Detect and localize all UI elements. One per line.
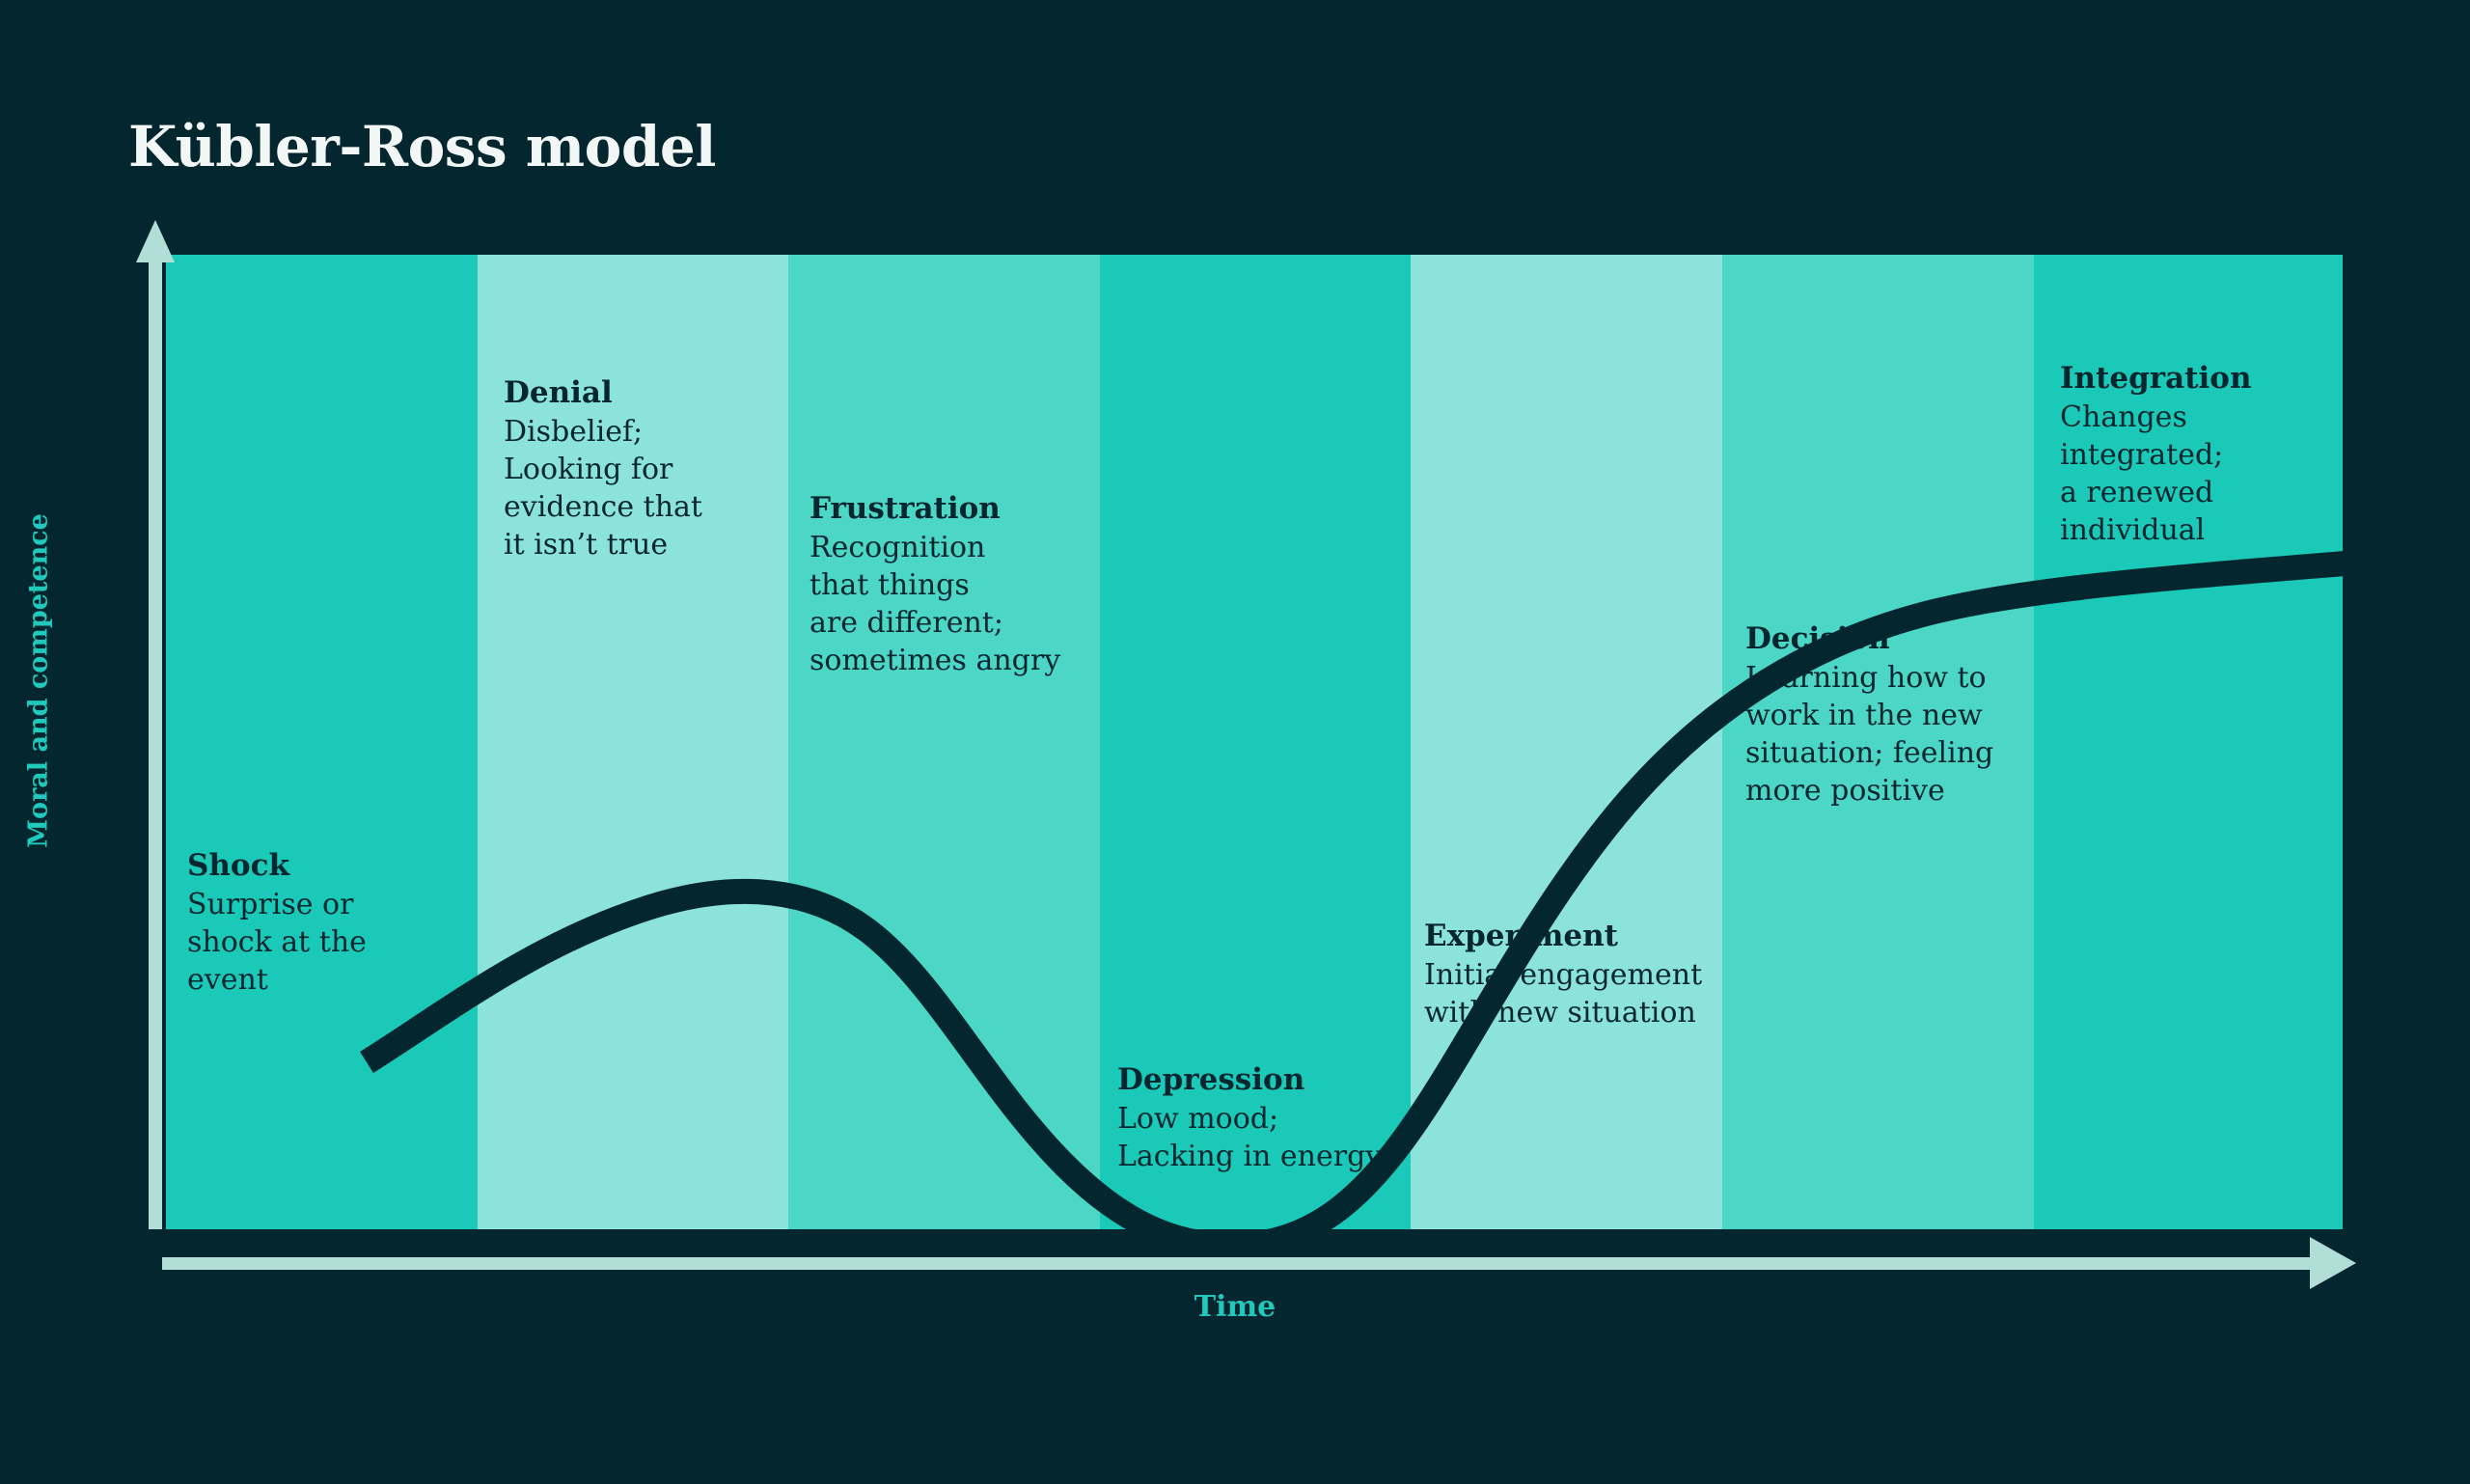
stage-name-depression: Depression: [1117, 1062, 1305, 1097]
stage-name-shock: Shock: [187, 848, 289, 883]
stage-description-frustration: Recognition that things are different; s…: [810, 530, 1061, 677]
y-axis-label: Moral and competence: [23, 513, 54, 848]
x-axis-label: Time: [1194, 1290, 1276, 1324]
chart-plot-area: Shock Surprise or shock at the event Den…: [166, 255, 2470, 1258]
stage-annotation-decision: Decision Learning how to work in the new…: [1745, 621, 1993, 810]
stage-description-denial: Disbelief; Looking for evidence that it …: [504, 414, 702, 562]
stage-description-decision: Learning how to work in the new situatio…: [1745, 660, 1994, 808]
y-axis-arrow-icon: [136, 220, 175, 262]
stage-band-frustration: [788, 255, 1100, 1229]
stage-annotation-frustration: Frustration Recognition that things are …: [810, 491, 1060, 679]
stage-name-decision: Decision: [1745, 621, 1890, 656]
stage-band-shock: [166, 255, 478, 1229]
stage-annotation-denial: Denial Disbelief; Looking for evidence t…: [504, 375, 702, 563]
stage-name-frustration: Frustration: [810, 491, 1001, 526]
stage-name-integration: Integration: [2060, 361, 2252, 396]
stage-band-experiment: [1411, 255, 1722, 1229]
stage-annotation-shock: Shock Surprise or shock at the event: [187, 848, 367, 999]
stage-annotation-integration: Integration Changes integrated; a renewe…: [2060, 361, 2252, 549]
stage-description-shock: Surprise or shock at the event: [187, 887, 367, 997]
y-axis-line: [149, 253, 162, 1229]
stage-description-experiment: Initial engagement with new situation: [1424, 957, 1703, 1030]
stage-description-integration: Changes integrated; a renewed individual: [2060, 399, 2224, 547]
x-axis-line: [162, 1257, 2312, 1270]
stage-annotation-experiment: Experiment Initial engagement with new s…: [1424, 919, 1702, 1031]
stage-annotation-depression: Depression Low mood; Lacking in energy: [1117, 1062, 1382, 1175]
stage-name-experiment: Experiment: [1424, 919, 1619, 953]
stage-description-depression: Low mood; Lacking in energy: [1117, 1101, 1383, 1173]
stage-name-denial: Denial: [504, 375, 613, 410]
x-axis-arrow-icon: [2310, 1237, 2356, 1289]
page-title: Kübler-Ross model: [128, 114, 716, 179]
